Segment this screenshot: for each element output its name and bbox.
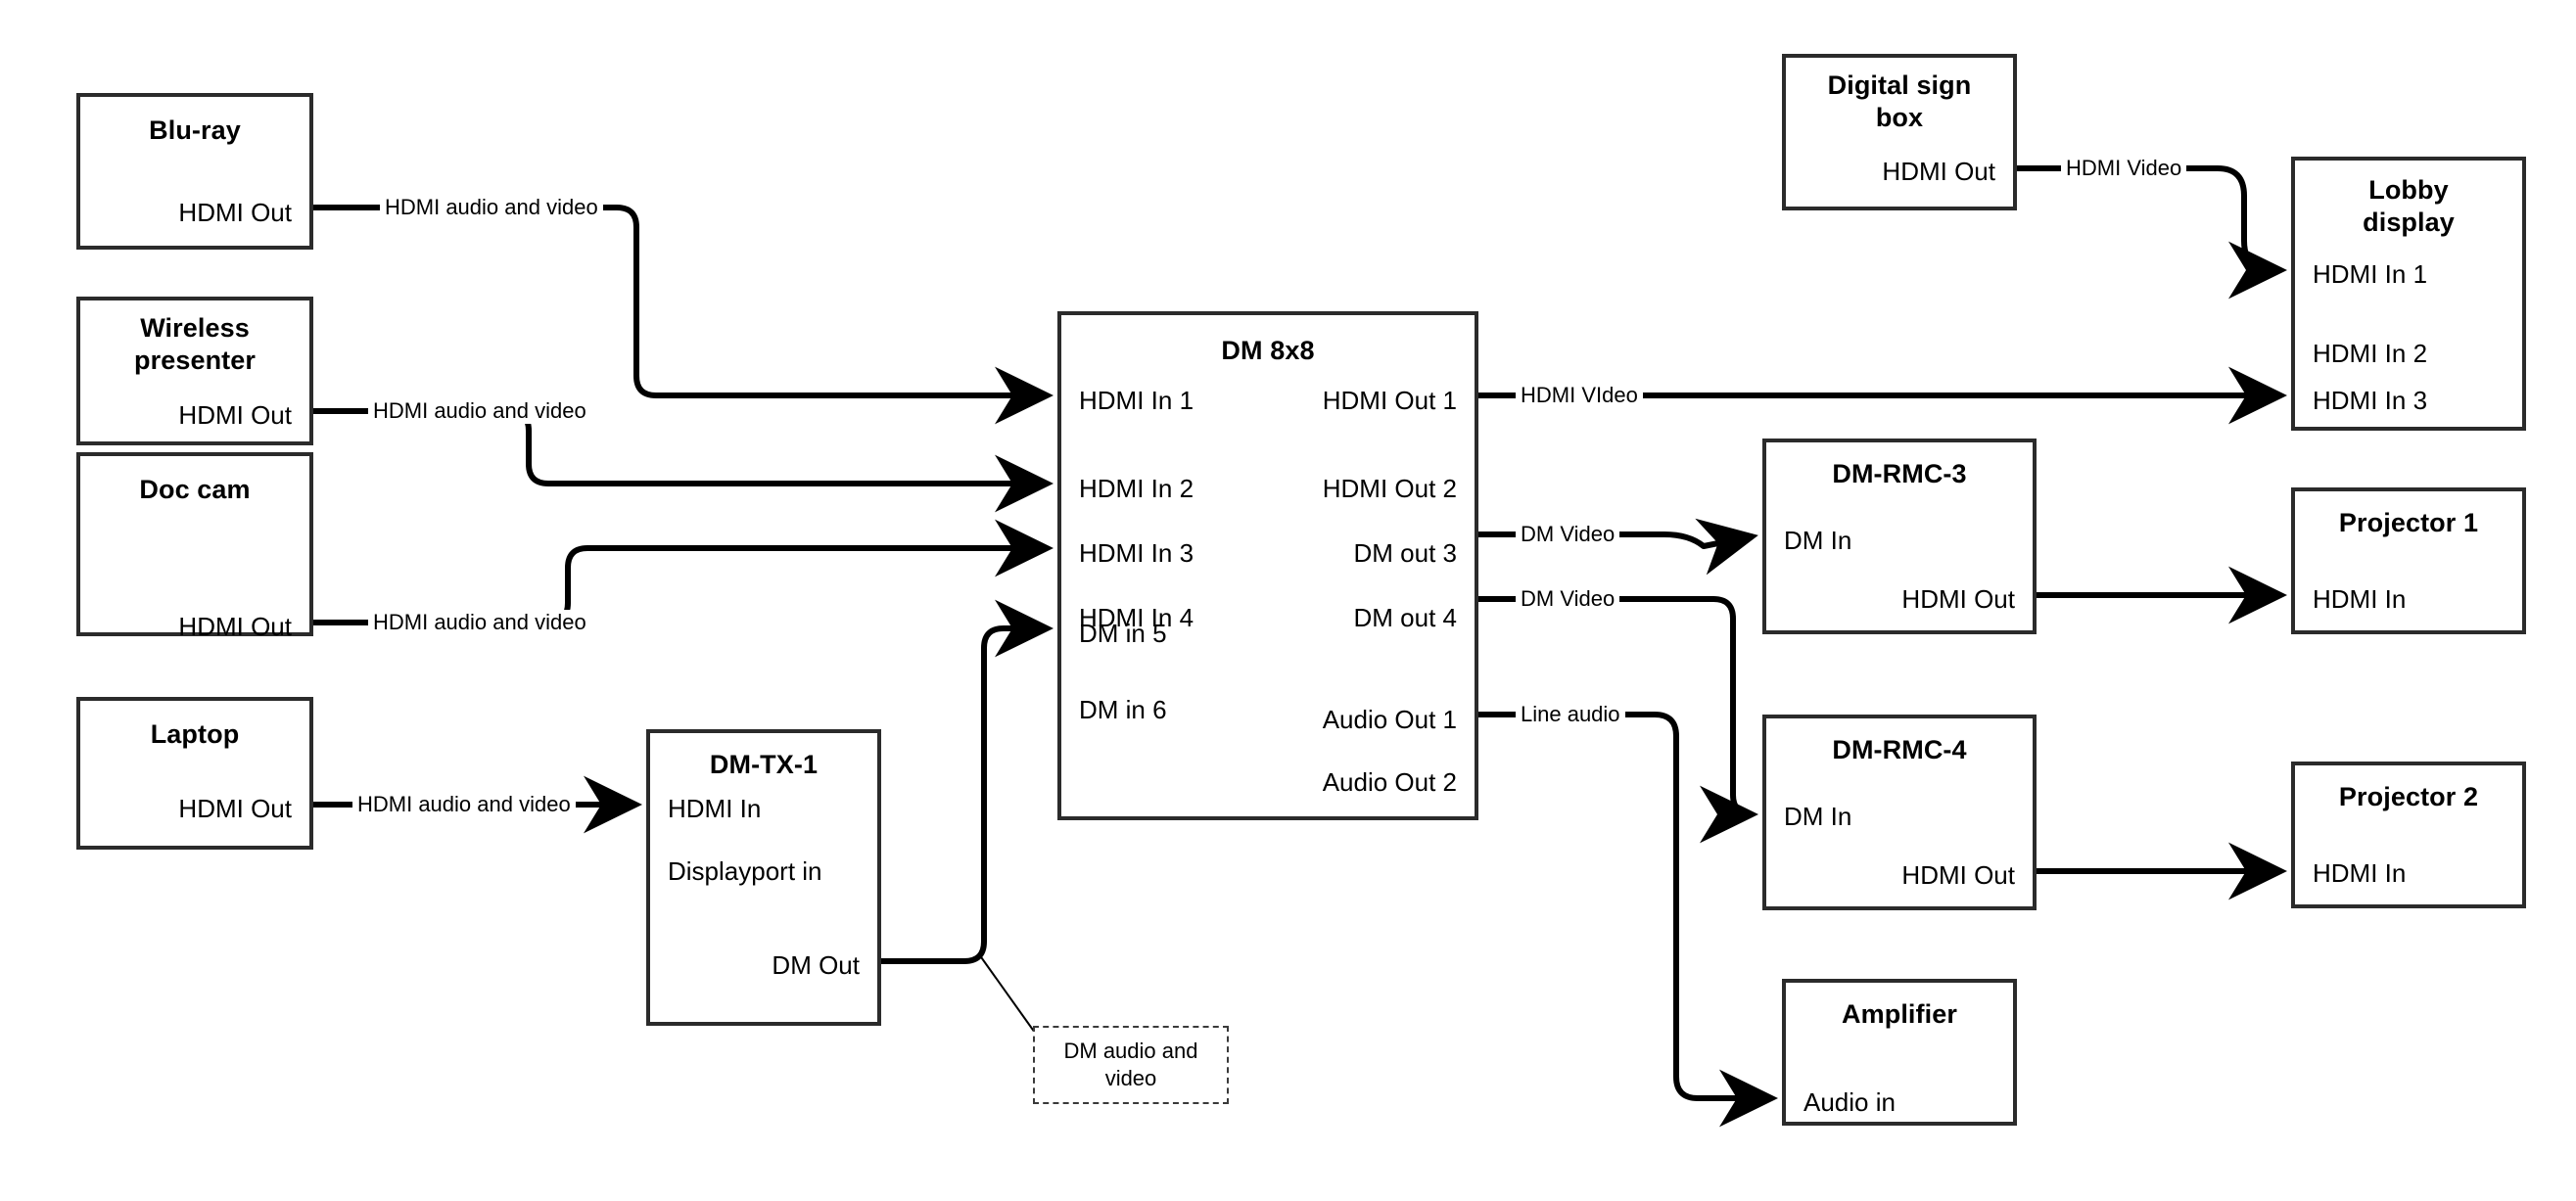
device-dm-8x8-input-1: HDMI In 1 (1079, 386, 1194, 415)
device-lobby-display-title-line-1: Lobby (2368, 175, 2449, 205)
device-dm-tx-1-port-displayport-in: Displayport in (668, 856, 822, 886)
device-dm-8x8-output-3: DM out 3 (1353, 538, 1458, 568)
wire-bluray-to-dm8x8 (313, 205, 1054, 425)
device-dm-8x8-output-4: DM out 4 (1353, 603, 1458, 632)
device-wireless-presenter-port-hdmi-out: HDMI Out (178, 400, 292, 430)
device-amplifier-title: Amplifier (1842, 999, 1957, 1029)
device-dm-tx-1-title: DM-TX-1 (709, 750, 819, 779)
wire-sign-to-lobby (2017, 165, 2287, 300)
edge-label-laptop-to-tx: HDMI audio and video (352, 792, 576, 817)
device-dm-8x8-output-6: Audio Out 2 (1322, 767, 1457, 797)
device-dm-8x8-output-2: HDMI Out 2 (1322, 474, 1457, 503)
device-dm-rmc-3[interactable]: DM-RMC-3 DM In HDMI Out (1762, 439, 2037, 634)
device-bluray-port-hdmi-out: HDMI Out (178, 198, 292, 227)
callout-line-1: DM audio and (1063, 1039, 1198, 1063)
device-dm-8x8-title: DM 8x8 (1221, 336, 1315, 365)
device-amplifier[interactable]: Amplifier Audio in (1782, 979, 2017, 1126)
wire-dm8x8-to-amplifier (1478, 712, 1778, 1128)
device-projector-2[interactable]: Projector 2 HDMI In (2291, 762, 2526, 908)
wire-dm8x8-to-rmc3 (1478, 518, 1758, 576)
device-laptop[interactable]: Laptop HDMI Out (76, 697, 313, 850)
device-lobby-display-title-line-2: display (2363, 208, 2455, 237)
edge-label-bluray-to-dm: HDMI audio and video (380, 195, 603, 220)
device-dm-8x8[interactable]: DM 8x8 HDMI In 1 HDMI In 2 HDMI In 3 HDM… (1057, 311, 1478, 820)
device-doc-cam-title: Doc cam (139, 475, 251, 504)
callout-line-2: video (1104, 1066, 1157, 1090)
device-dm-tx-1-port-hdmi-in: HDMI In (668, 794, 762, 823)
device-laptop-title: Laptop (150, 719, 240, 749)
wire-dmtx1-to-dm8x8 (881, 599, 1054, 964)
device-dm-rmc-3-port-dm-in: DM In (1784, 526, 1852, 555)
device-wireless-presenter-title-line-1: Wireless (140, 313, 250, 343)
device-dm-rmc-4-title: DM-RMC-4 (1832, 735, 1967, 764)
device-dm-rmc-4[interactable]: DM-RMC-4 DM In HDMI Out (1762, 715, 2037, 910)
edge-label-wireless-to-dm: HDMI audio and video (368, 398, 591, 424)
device-dm-tx-1[interactable]: DM-TX-1 HDMI In Displayport in DM Out (646, 729, 881, 1026)
device-wireless-presenter-title-line-2: presenter (134, 346, 256, 375)
device-dm-8x8-input-4: HDMI In 4 (1079, 603, 1194, 632)
device-projector-1-title: Projector 1 (2338, 508, 2479, 537)
callout-dm-audio-and-video: DM audio and video (1033, 1026, 1229, 1104)
wire-dm8x8-to-rmc4 (1478, 596, 1758, 844)
device-dm-tx-1-port-dm-out: DM Out (772, 950, 860, 980)
callout-leader-line (978, 953, 1036, 1034)
device-bluray-title: Blu-ray (149, 115, 241, 145)
device-dm-rmc-4-port-hdmi-out: HDMI Out (1901, 860, 2015, 890)
device-doc-cam-port-hdmi-out: HDMI Out (178, 612, 292, 641)
device-digital-sign-box-title-line-1: Digital sign (1827, 70, 1972, 100)
device-digital-sign-box-title-line-2: box (1875, 103, 1924, 132)
device-lobby-display-input-1: HDMI In 1 (2313, 259, 2428, 289)
device-projector-1-port-hdmi-in: HDMI In (2313, 584, 2407, 614)
device-dm-rmc-3-port-hdmi-out: HDMI Out (1901, 584, 2015, 614)
device-bluray[interactable]: Blu-ray HDMI Out (76, 93, 313, 250)
device-dm-8x8-input-3: HDMI In 3 (1079, 538, 1194, 568)
device-amplifier-port-audio-in: Audio in (1803, 1087, 1896, 1117)
device-wireless-presenter[interactable]: Wireless presenter HDMI Out (76, 297, 313, 445)
device-digital-sign-box[interactable]: Digital sign box HDMI Out (1782, 54, 2017, 210)
edge-label-dm-out-3: DM Video (1516, 522, 1620, 547)
edge-label-dm-hdmi-out-1: HDMI VIdeo (1516, 383, 1643, 408)
edge-label-sign-to-lobby: HDMI Video (2061, 156, 2187, 181)
device-dm-8x8-output-5: Audio Out 1 (1322, 705, 1457, 734)
device-lobby-display-input-2: HDMI In 2 (2313, 339, 2428, 368)
device-dm-8x8-input-5: DM in 5 (1079, 619, 1167, 648)
device-dm-8x8-output-1: HDMI Out 1 (1322, 386, 1457, 415)
device-projector-1[interactable]: Projector 1 HDMI In (2291, 487, 2526, 634)
edge-label-doccam-to-dm: HDMI audio and video (368, 610, 591, 635)
device-projector-2-title: Projector 2 (2338, 782, 2479, 811)
device-dm-8x8-input-2: HDMI In 2 (1079, 474, 1194, 503)
device-dm-rmc-4-port-dm-in: DM In (1784, 802, 1852, 831)
device-laptop-port-hdmi-out: HDMI Out (178, 794, 292, 823)
device-dm-rmc-3-title: DM-RMC-3 (1832, 459, 1967, 488)
device-dm-8x8-input-6: DM in 6 (1079, 695, 1167, 724)
callout-text: DM audio and video (1064, 1038, 1198, 1092)
device-lobby-display-input-3: HDMI In 3 (2313, 386, 2428, 415)
edge-label-audio-out-1: Line audio (1516, 702, 1625, 727)
edge-label-dm-out-4: DM Video (1516, 586, 1620, 612)
device-digital-sign-box-port-hdmi-out: HDMI Out (1882, 157, 1995, 186)
device-lobby-display[interactable]: Lobby display HDMI In 1 HDMI In 2 HDMI I… (2291, 157, 2526, 431)
device-doc-cam[interactable]: Doc cam HDMI Out (76, 452, 313, 641)
device-projector-2-port-hdmi-in: HDMI In (2313, 858, 2407, 888)
